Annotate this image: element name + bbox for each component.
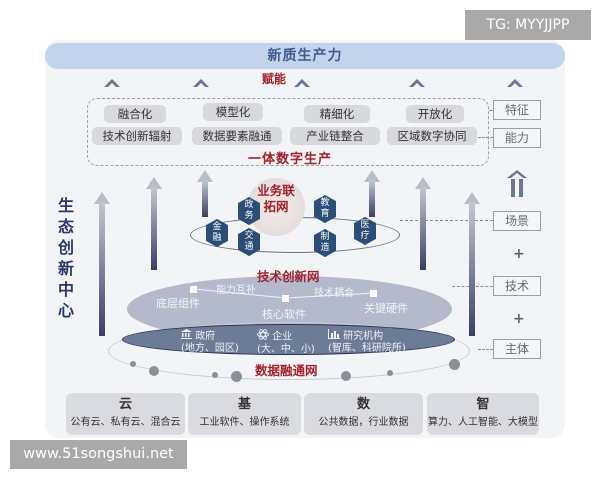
bar-chart-icon <box>328 329 340 343</box>
network-dot <box>212 372 218 378</box>
business-network-title: 业务联 拓网 <box>257 183 295 214</box>
capability-tag: 能力 <box>493 128 541 148</box>
node-square <box>190 286 197 293</box>
double-arrow-up-icon <box>506 168 528 202</box>
capability-pill: 数据要素融通 <box>192 127 282 145</box>
data-integration-network-title: 数据融通网 <box>255 363 318 378</box>
tech-link-lines <box>193 288 375 299</box>
ecosystem-innovation-center-title: 生态创新中心 <box>57 196 74 320</box>
network-dot <box>387 370 393 376</box>
capability-pill: 产业链整合 <box>290 127 380 145</box>
tech-innovation-network-title: 技术创新网 <box>257 269 320 284</box>
connector-line <box>400 220 493 221</box>
chevron-up-icon <box>507 72 523 91</box>
node-square <box>370 290 377 297</box>
foundation-card-base: 基 工业软件、操作系统 <box>188 393 301 435</box>
capability-pill: 区域数字协同 <box>387 127 477 145</box>
hex-finance: 金融 <box>206 219 228 247</box>
subject-tag: 主体 <box>493 339 541 359</box>
hex-healthcare: 医疗 <box>354 217 376 245</box>
watermark-url: www.51songshui.net <box>10 440 187 469</box>
arrow-up-icon <box>364 170 380 217</box>
hex-education: 教育 <box>314 195 336 223</box>
tech-tag: 技术 <box>493 276 541 296</box>
atom-icon <box>257 329 269 344</box>
hex-government-affairs: 政务 <box>238 197 260 225</box>
government-entity: 政府 (地方、园区) <box>181 329 239 354</box>
tech-node-label: 底层组件 <box>156 297 200 310</box>
network-dot <box>149 366 159 376</box>
tech-node-label: 关键硬件 <box>364 302 408 315</box>
unified-digital-production-caption: 一体数字生产 <box>248 152 333 167</box>
arrow-up-icon <box>146 177 162 270</box>
chevron-up-icon <box>294 72 310 91</box>
network-dot <box>231 371 242 382</box>
capability-pill: 技术创新辐射 <box>92 127 182 145</box>
arrow-up-icon <box>464 192 480 336</box>
plus-sign: + <box>513 311 525 327</box>
data-network-ring <box>108 322 470 380</box>
government-building-icon <box>181 329 192 343</box>
watermark-telegram: TG: MYYJJPP <box>465 10 591 40</box>
hex-manufacturing: 制造 <box>314 229 336 257</box>
connector-line <box>478 137 493 138</box>
feature-pill: 融合化 <box>104 105 166 123</box>
network-dot <box>341 371 351 381</box>
tech-link-label: 技术耦合 <box>314 288 354 299</box>
connector-line <box>478 349 493 350</box>
foundation-card-data: 数 公共数据，行业数据 <box>304 393 423 435</box>
feature-pill: 精细化 <box>304 105 370 123</box>
tech-link-label: 能力互补 <box>216 285 256 296</box>
network-dot <box>449 359 460 370</box>
chevron-up-icon <box>409 72 425 91</box>
enterprise-entity: 企业 (大、中、小) <box>257 329 315 356</box>
tech-node-label: 核心软件 <box>262 308 306 321</box>
feature-tag: 特征 <box>493 100 541 120</box>
network-dot <box>130 361 136 367</box>
foundation-card-cloud: 云 公有云、私有云、混合云 <box>66 393 185 435</box>
chevron-up-icon <box>104 72 120 91</box>
enable-label: 赋能 <box>262 72 287 86</box>
hex-transport: 交通 <box>238 228 260 256</box>
arrow-up-icon <box>197 170 213 217</box>
scene-tag: 场景 <box>493 211 541 231</box>
node-square <box>282 295 289 302</box>
new-productivity-banner: 新质生产力 <box>45 43 565 69</box>
chevron-up-icon <box>193 72 209 91</box>
foundation-card-intelligence: 智 算力、人工智能、大模型 <box>427 393 539 435</box>
arrow-up-icon <box>415 177 431 270</box>
feature-pill: 开放化 <box>406 105 464 123</box>
feature-pill: 模型化 <box>203 103 263 121</box>
research-institution-entity: 研究机构 (智库、科研院所) <box>328 329 406 354</box>
arrow-up-icon <box>94 192 110 336</box>
subjects-ellipse <box>122 324 455 355</box>
plus-sign: + <box>513 246 525 262</box>
